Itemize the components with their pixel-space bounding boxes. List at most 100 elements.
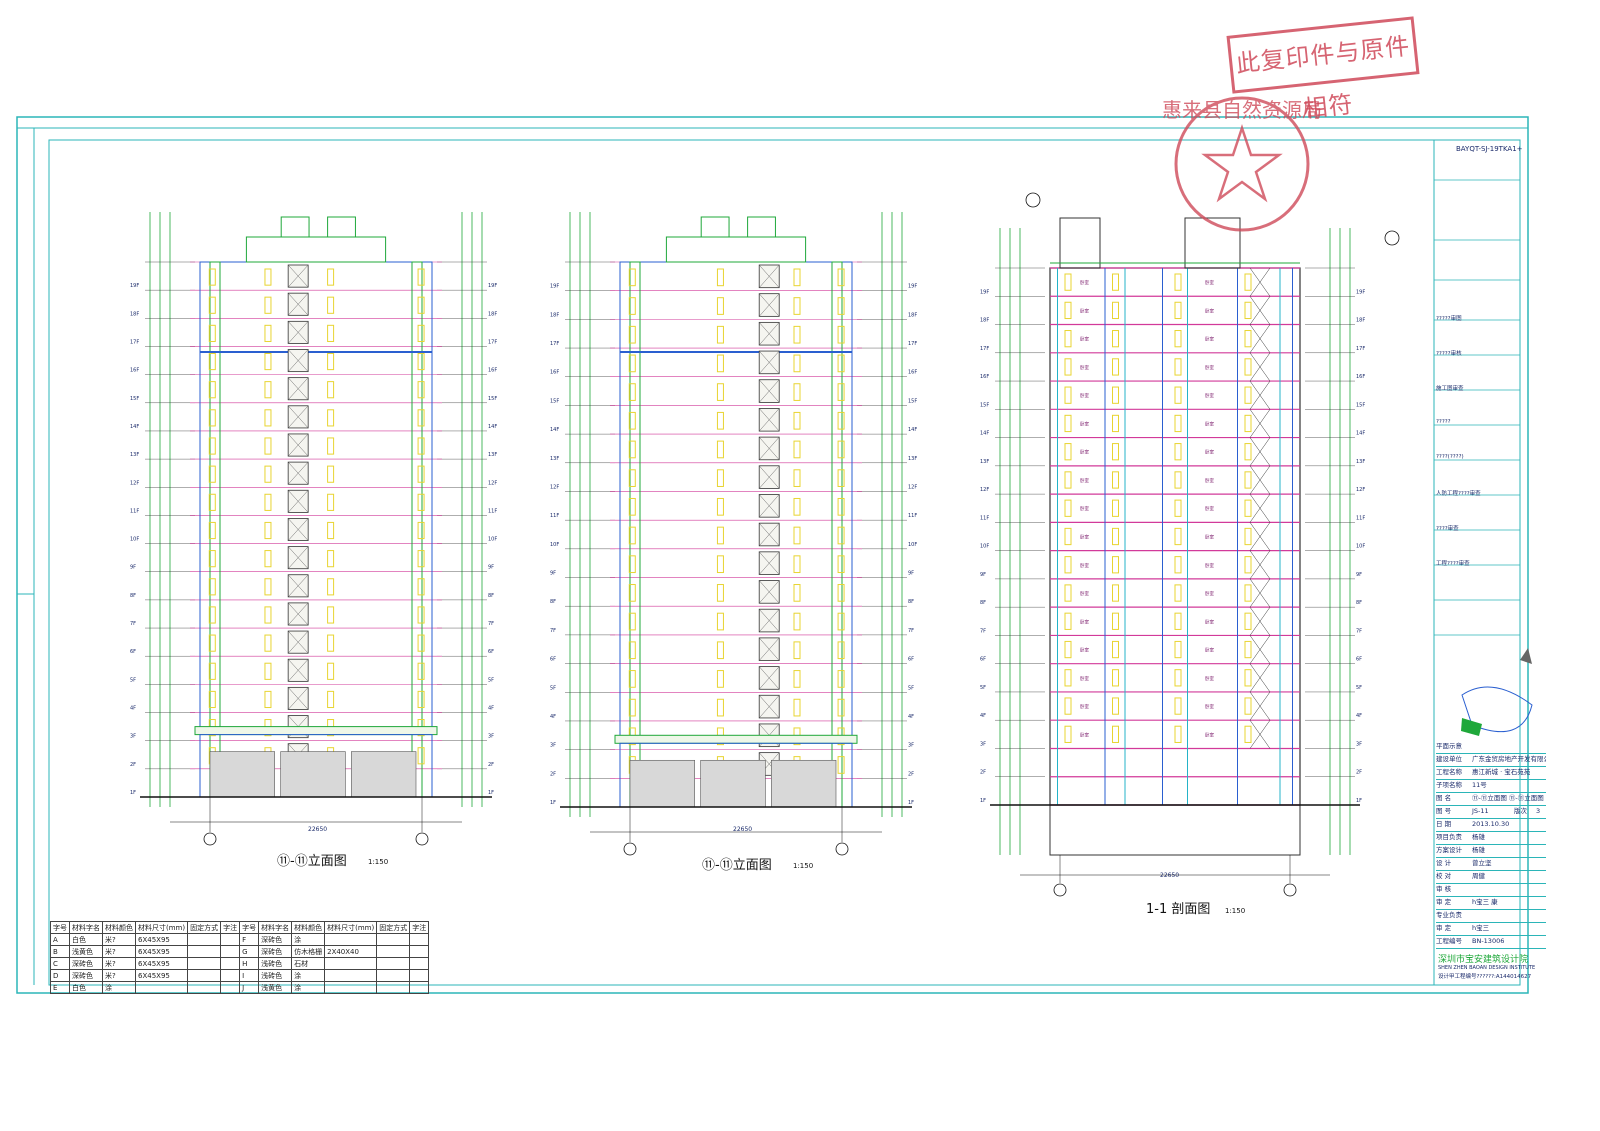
floor-label: 19F <box>550 284 559 290</box>
window-slot <box>1244 471 1252 489</box>
floor-label: 3F <box>550 743 556 749</box>
window-cross <box>759 580 780 604</box>
window-slot <box>837 297 845 315</box>
floor-label: 17F <box>488 339 497 345</box>
window-cross <box>287 630 309 654</box>
window-slot <box>327 381 335 399</box>
legend-header: 材料颜色 <box>291 921 326 934</box>
window-slot <box>327 521 335 540</box>
legend-cell: 6X45X95 <box>134 957 189 970</box>
legend-cell <box>220 933 241 946</box>
window-slot <box>837 612 845 631</box>
title-block-value: h宝三 <box>1472 924 1490 932</box>
room-label: 卧室 <box>1205 731 1214 738</box>
legend-cell <box>324 957 378 970</box>
floor-label: 8F <box>550 599 556 605</box>
window-slot <box>837 670 845 688</box>
legend-header: 字号 <box>239 921 260 934</box>
window-slot <box>1174 499 1182 517</box>
room-label: 卧室 <box>1205 364 1214 371</box>
axis-bubble <box>203 832 217 846</box>
legend-header: 固定方式 <box>187 921 222 934</box>
room-label: 卧室 <box>1080 703 1089 710</box>
floor-label: 4F <box>1356 713 1362 719</box>
window-slot <box>1174 443 1182 461</box>
title-block-row: 校 对周健 <box>1436 870 1546 884</box>
room-label: 卧室 <box>1080 307 1089 314</box>
window-cross <box>759 637 780 661</box>
legend-cell: 深砖色 <box>69 957 103 970</box>
window-slot <box>1174 414 1182 433</box>
legend-cell <box>187 945 222 958</box>
window-slot <box>417 352 425 371</box>
legend-cell: 白色 <box>69 933 103 946</box>
window-slot <box>208 662 216 680</box>
legend-cell: 6X45X95 <box>134 969 189 982</box>
legend-cell: 米? <box>102 933 136 946</box>
title-block-value: 周健 <box>1472 872 1485 880</box>
window-slot <box>208 578 216 596</box>
axis-bubble <box>1053 883 1067 897</box>
window-slot <box>793 497 801 516</box>
shop-shutter <box>771 759 837 808</box>
floor-label: 16F <box>488 368 497 374</box>
window-slot <box>716 555 724 574</box>
title-block-label: 工程名称 <box>1436 768 1462 776</box>
floor-label: 3F <box>130 734 136 740</box>
sheet-inner-frame <box>48 139 1521 986</box>
stair-flight <box>1249 663 1271 693</box>
window-slot <box>628 641 636 660</box>
window-slot <box>327 352 335 371</box>
legend-cell <box>409 957 430 970</box>
window-cross <box>287 349 309 372</box>
floor-label: 19F <box>908 284 917 290</box>
shop-shutter <box>629 759 695 808</box>
legend-cell <box>187 981 222 994</box>
legend-cell: 深砖色 <box>69 969 103 982</box>
room-label: 卧室 <box>1080 562 1089 569</box>
room-label: 卧室 <box>1205 618 1214 625</box>
legend-cell <box>376 969 411 982</box>
edge-pier <box>411 261 423 798</box>
podium-canopy <box>194 726 438 736</box>
window-slot <box>628 469 636 487</box>
floor-label: 17F <box>980 346 989 352</box>
floor-label: 19F <box>1356 289 1365 295</box>
floor-label: 11F <box>980 515 989 521</box>
legend-cell <box>324 981 378 994</box>
window-slot <box>628 497 636 516</box>
title-block-value: BN-13006 <box>1472 937 1505 945</box>
window-slot <box>837 555 845 574</box>
window-slot <box>1244 330 1252 348</box>
svg-text:惠来县自然资源局: 惠来县自然资源局 <box>1162 98 1322 122</box>
window-slot <box>208 465 216 483</box>
window-slot <box>327 409 335 427</box>
shop-shutter <box>351 751 417 798</box>
legend-cell <box>324 969 378 982</box>
window-cross <box>287 405 309 429</box>
window-slot <box>417 437 425 455</box>
floor-label: 1F <box>908 800 914 806</box>
approval-note: 工程????审查 <box>1436 561 1470 567</box>
window-slot <box>716 641 724 660</box>
site-sketch <box>1461 648 1533 736</box>
window-slot <box>264 409 272 427</box>
legend-cell <box>134 981 189 994</box>
title-block-row: 项目负责杨雄 <box>1436 831 1546 845</box>
window-slot <box>1174 358 1182 376</box>
window-slot <box>264 465 272 483</box>
window-slot <box>417 296 425 314</box>
title-block-value: h宝三 康 <box>1472 898 1498 906</box>
window-cross <box>287 292 309 316</box>
window-slot <box>716 354 724 373</box>
floor-label: 11F <box>488 508 497 514</box>
window-slot <box>1174 273 1182 291</box>
window-slot <box>716 297 724 315</box>
window-slot <box>1244 358 1252 376</box>
floor-label: 6F <box>130 649 136 655</box>
legend-cell: 仿木格栅 <box>291 945 326 958</box>
